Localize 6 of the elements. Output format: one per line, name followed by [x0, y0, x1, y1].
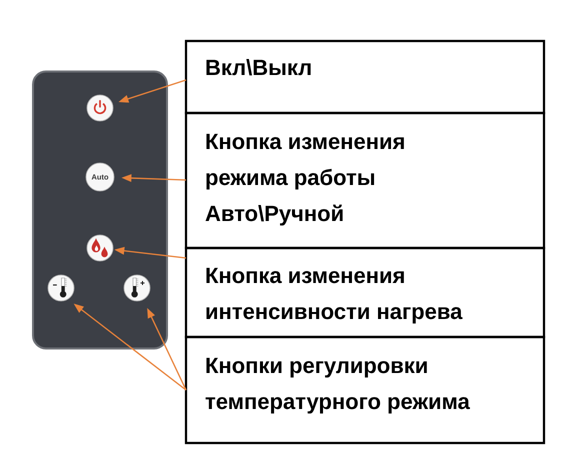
round-button [86, 94, 114, 122]
remote-control [32, 70, 168, 350]
callout-box: Кнопка изменения интенсивности нагрева [184, 246, 546, 338]
callout-box: Кнопка изменения режима работы Авто\Ручной [184, 112, 546, 250]
callout-box: Вкл\Выкл [184, 40, 546, 114]
callout-box: Кнопки регулировки температурного режима [184, 336, 546, 444]
